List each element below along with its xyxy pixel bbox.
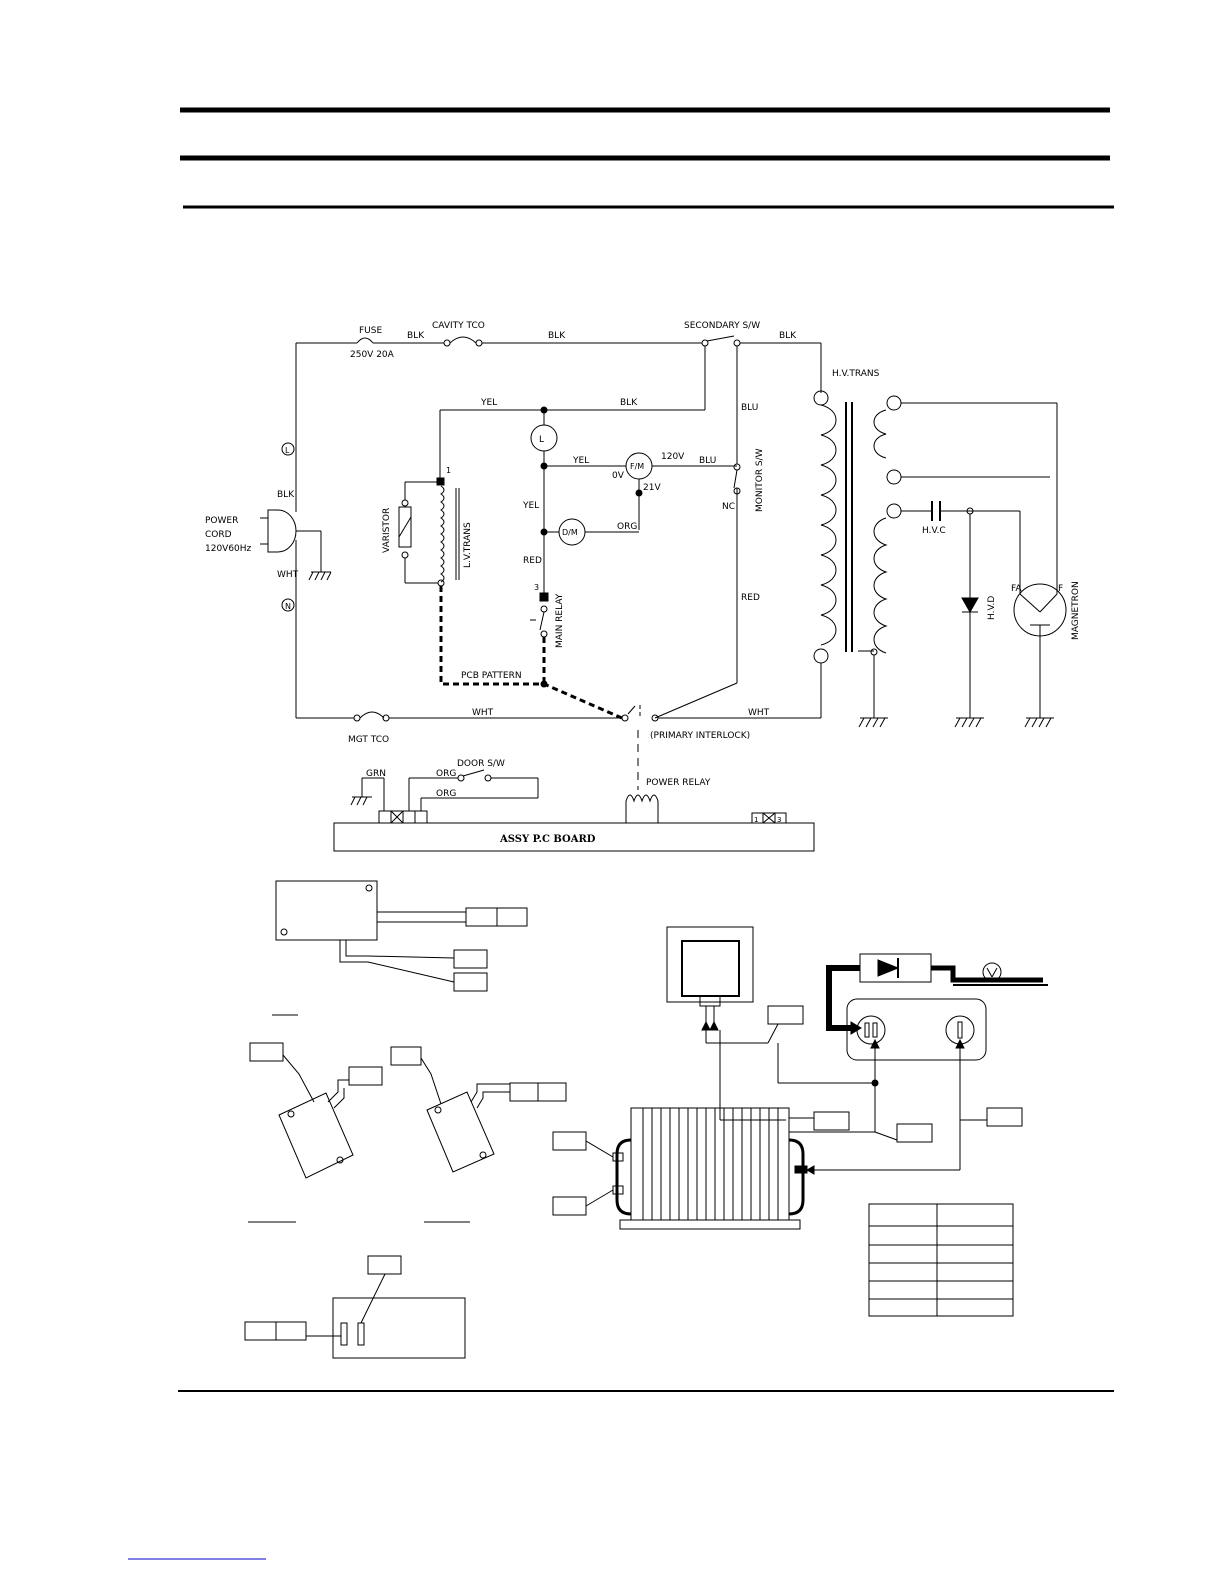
lv-trans-coil <box>440 485 445 583</box>
node-n-label: N <box>285 602 291 611</box>
schematic: FUSE 250V 20A BLK CAVITY TCO BLK SECONDA… <box>205 321 1081 852</box>
nc-label: NC <box>722 502 735 512</box>
voltage-21-label: 21V <box>643 483 661 493</box>
hv-cap-box <box>666 926 754 1003</box>
wire-label-org: ORG <box>436 769 456 779</box>
wire-label-blk: BLK <box>620 398 638 408</box>
fan-motor-label: F/M <box>630 462 644 471</box>
wire-label-blk: BLK <box>407 331 425 341</box>
terminal-1-label: 1 <box>446 466 451 475</box>
wire-label-blk: BLK <box>779 331 797 341</box>
pcb-ground-icon <box>350 796 372 806</box>
pcb-pattern-label: PCB PATTERN <box>461 671 522 681</box>
terminal-3-label: 3 <box>777 816 781 824</box>
magnetron-label: MAGNETRON <box>1071 581 1081 640</box>
hvc-label: H.V.C <box>922 526 946 536</box>
door-switch-1-body <box>278 1092 354 1179</box>
fa-label: FA <box>1011 584 1022 594</box>
terminal-1-label: 1 <box>754 816 758 824</box>
hvd-label: H.V.D <box>987 596 997 620</box>
door-switch-2-body <box>426 1091 495 1173</box>
diode-ground-icon <box>954 717 984 728</box>
power-relay-label: POWER RELAY <box>646 778 711 788</box>
wire-label-yel: YEL <box>572 456 589 466</box>
hv-diode-symbol <box>961 597 979 614</box>
drive-motor-label: D/M <box>562 528 578 537</box>
wire-label-wht: WHT <box>472 708 494 718</box>
wire-label-blu: BLU <box>699 456 716 466</box>
secondary-sw-blade <box>706 335 735 342</box>
monitor-sw-label: MONITOR S/W <box>755 448 765 512</box>
voltage-120-label: 120V <box>661 452 685 462</box>
assy-pcb-board <box>333 822 815 852</box>
cord-ground-icon <box>308 571 332 581</box>
node-l-label: L <box>285 446 290 455</box>
wire-label-wht: WHT <box>748 708 770 718</box>
voltage-0-label: 0V <box>612 471 625 481</box>
wire-label-grn: GRN <box>366 769 386 779</box>
header-rules <box>180 107 1114 209</box>
main-relay-terminal <box>539 592 549 602</box>
power-relay-coil <box>625 794 659 823</box>
power-cord-label-1: POWER <box>205 516 238 526</box>
fuse-label: FUSE <box>359 326 382 336</box>
secondary-sw-label: SECONDARY S/W <box>684 321 760 331</box>
wire-label-blk: BLK <box>548 331 566 341</box>
filament-coil <box>873 409 887 459</box>
hv-transformer-body <box>630 1107 790 1221</box>
wire-label-org: ORG <box>617 522 637 532</box>
magnetron-ground-icon <box>1024 717 1054 728</box>
wire-label-blu: BLU <box>741 403 758 413</box>
power-cord-plug <box>267 509 297 553</box>
component-layout <box>244 880 1048 1359</box>
hv-ground-icon <box>858 717 888 728</box>
node-n <box>281 598 295 612</box>
node-l <box>281 442 295 456</box>
pcb-pattern-line <box>439 586 623 720</box>
terminal-3-label: 3 <box>534 583 539 592</box>
wire-label-red: RED <box>523 556 542 566</box>
cavity-tco-symbol <box>449 336 477 344</box>
f-label: F <box>1058 584 1063 594</box>
mgt-tco-label: MGT TCO <box>348 735 389 745</box>
fuse-holder <box>332 1297 466 1359</box>
fuse-rating-label: 250V 20A <box>350 350 395 360</box>
wire-label-org: ORG <box>436 789 456 799</box>
varistor-symbol <box>398 506 412 548</box>
magnetron-terminal-plate <box>846 998 987 1061</box>
relay-box <box>275 880 378 941</box>
primary-interlock-terminal <box>621 714 629 722</box>
power-cord-label-2: CORD <box>205 530 232 540</box>
wire-label-wht: WHT <box>277 570 299 580</box>
wire-label-blk: BLK <box>277 490 295 500</box>
hv-trans-label: H.V.TRANS <box>832 369 880 379</box>
wire-label-yel: YEL <box>522 501 539 511</box>
hv-secondary-coil <box>873 517 888 654</box>
cavity-tco-terminal-left <box>443 339 451 347</box>
varistor-label: VARISTOR <box>382 508 392 553</box>
lamp-label: L <box>539 435 544 445</box>
hv-primary-coil <box>820 404 837 646</box>
power-cord-label-3: 120V60Hz <box>205 544 252 554</box>
wire-color-table <box>868 1203 1014 1317</box>
lv-trans-label: L.V.TRANS <box>463 522 473 568</box>
wire-label-yel: YEL <box>480 398 497 408</box>
fuse-symbol <box>356 337 374 344</box>
wire-label-red: RED <box>741 593 760 603</box>
main-relay-label: MAIN RELAY <box>555 593 565 648</box>
primary-interlock-label: (PRIMARY INTERLOCK) <box>650 731 750 741</box>
cavity-tco-label: CAVITY TCO <box>432 321 485 331</box>
door-sw-label: DOOR S/W <box>457 759 505 769</box>
mgt-tco-symbol <box>359 711 385 719</box>
assy-pcb-label: ASSY P.C BOARD <box>499 834 596 845</box>
